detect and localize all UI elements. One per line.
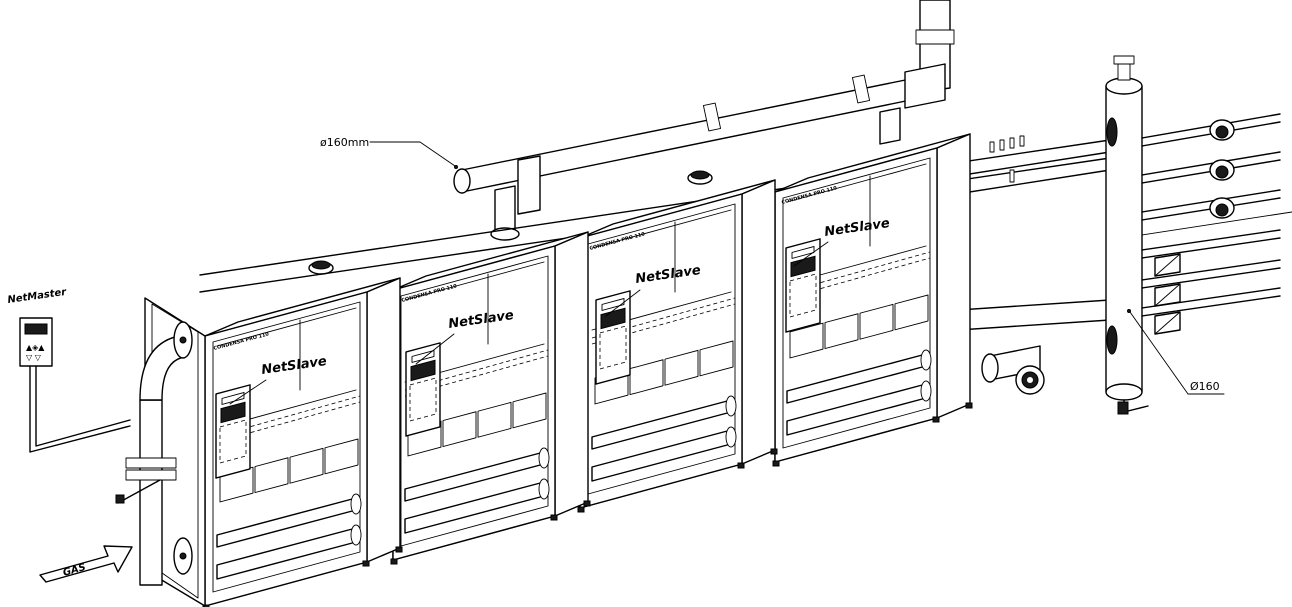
- svg-text:NetMaster: NetMaster: [7, 287, 68, 306]
- check-valve-icon: [1154, 253, 1181, 335]
- svg-text:▽ ▽: ▽ ▽: [26, 353, 42, 362]
- header-pipe-callout: Ø160: [1127, 309, 1225, 395]
- boiler-unit-4: CONDENSA PRO 110: [772, 133, 973, 467]
- svg-text:GAS: GAS: [62, 562, 87, 579]
- boiler-unit-3: CONDENSA PRO 110: [577, 179, 778, 513]
- net-master-controller: NetMaster ▲◈▲ ▽ ▽: [7, 287, 68, 367]
- main-pump-icon: [981, 345, 1045, 395]
- svg-text:ø160mm: ø160mm: [320, 136, 369, 149]
- main-pipe-callout: ø160mm: [320, 136, 458, 169]
- svg-text:▲◈▲: ▲◈▲: [26, 343, 45, 352]
- boiler-unit-2: CONDENSA PRO 110: [390, 231, 591, 565]
- gas-supply-pipe: [115, 321, 193, 586]
- gas-inlet-arrow: GAS: [39, 545, 133, 583]
- svg-text:Ø160: Ø160: [1190, 380, 1220, 393]
- circulation-pump-icon: [1209, 119, 1235, 219]
- air-vent-valves-icon: [989, 135, 1025, 183]
